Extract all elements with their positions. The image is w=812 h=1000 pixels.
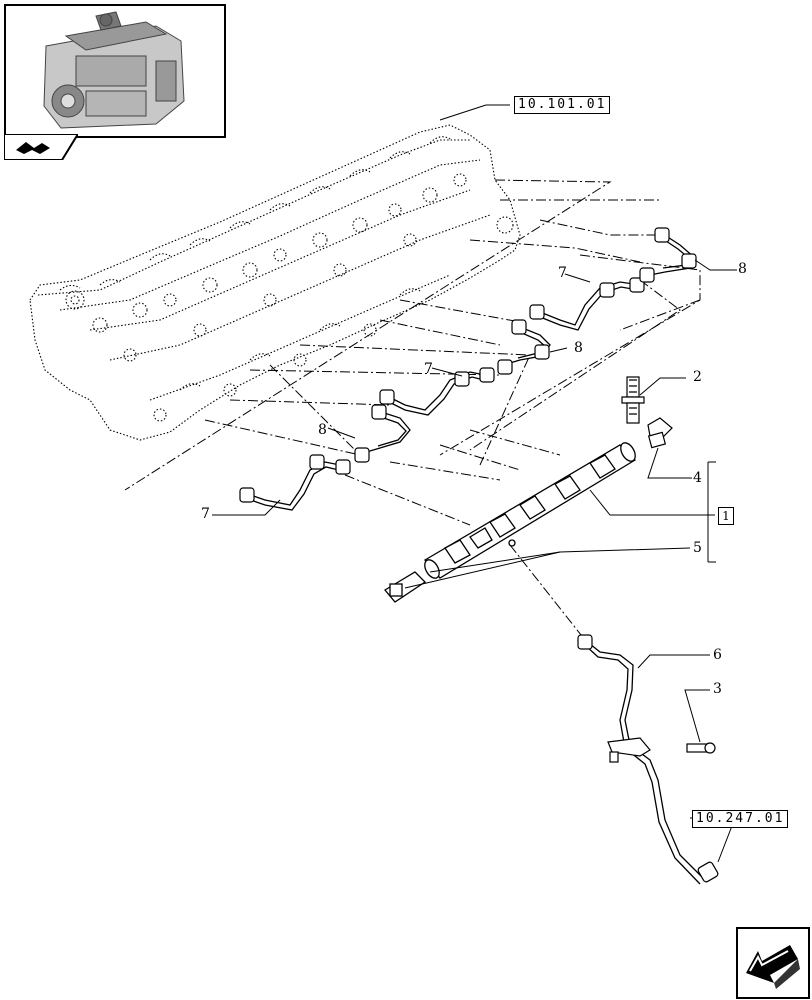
- line-fittings: [239, 227, 719, 883]
- clamp-bolt: [686, 742, 716, 754]
- leader-lines: [212, 104, 737, 863]
- fuel-rail: [384, 442, 637, 603]
- stud-bolt: [621, 376, 645, 424]
- cylinder-head: [29, 124, 521, 441]
- arrow-shape: [746, 945, 800, 989]
- callout-7-upper: 7: [558, 265, 567, 281]
- callout-7-middle: 7: [424, 361, 433, 377]
- callout-3: 3: [713, 681, 722, 697]
- assembly-guide-lines: [124, 179, 701, 641]
- callout-8-upper: 8: [738, 261, 747, 277]
- injector-lines: [244, 231, 706, 885]
- callout-2: 2: [693, 369, 702, 385]
- pressure-sensor: [647, 417, 673, 449]
- engine-thumbnail-drawing: [6, 6, 220, 132]
- engine-thumbnail-icon[interactable]: [4, 4, 226, 138]
- callout-7-lower: 7: [201, 506, 210, 522]
- callout-5: 5: [693, 540, 702, 556]
- group-label-box[interactable]: 1: [718, 507, 734, 525]
- tab-shape: [3, 133, 80, 161]
- previous-page-arrow-icon[interactable]: [736, 927, 810, 999]
- reference-box-bottom[interactable]: 10.247.01: [692, 810, 789, 828]
- bookmark-tab-icon[interactable]: [3, 133, 80, 161]
- reference-box-top[interactable]: 10.101.01: [514, 96, 611, 114]
- callout-4: 4: [693, 470, 702, 486]
- callout-8-middle: 8: [574, 340, 583, 356]
- callout-8-lower: 8: [318, 422, 327, 438]
- callout-6: 6: [713, 647, 722, 663]
